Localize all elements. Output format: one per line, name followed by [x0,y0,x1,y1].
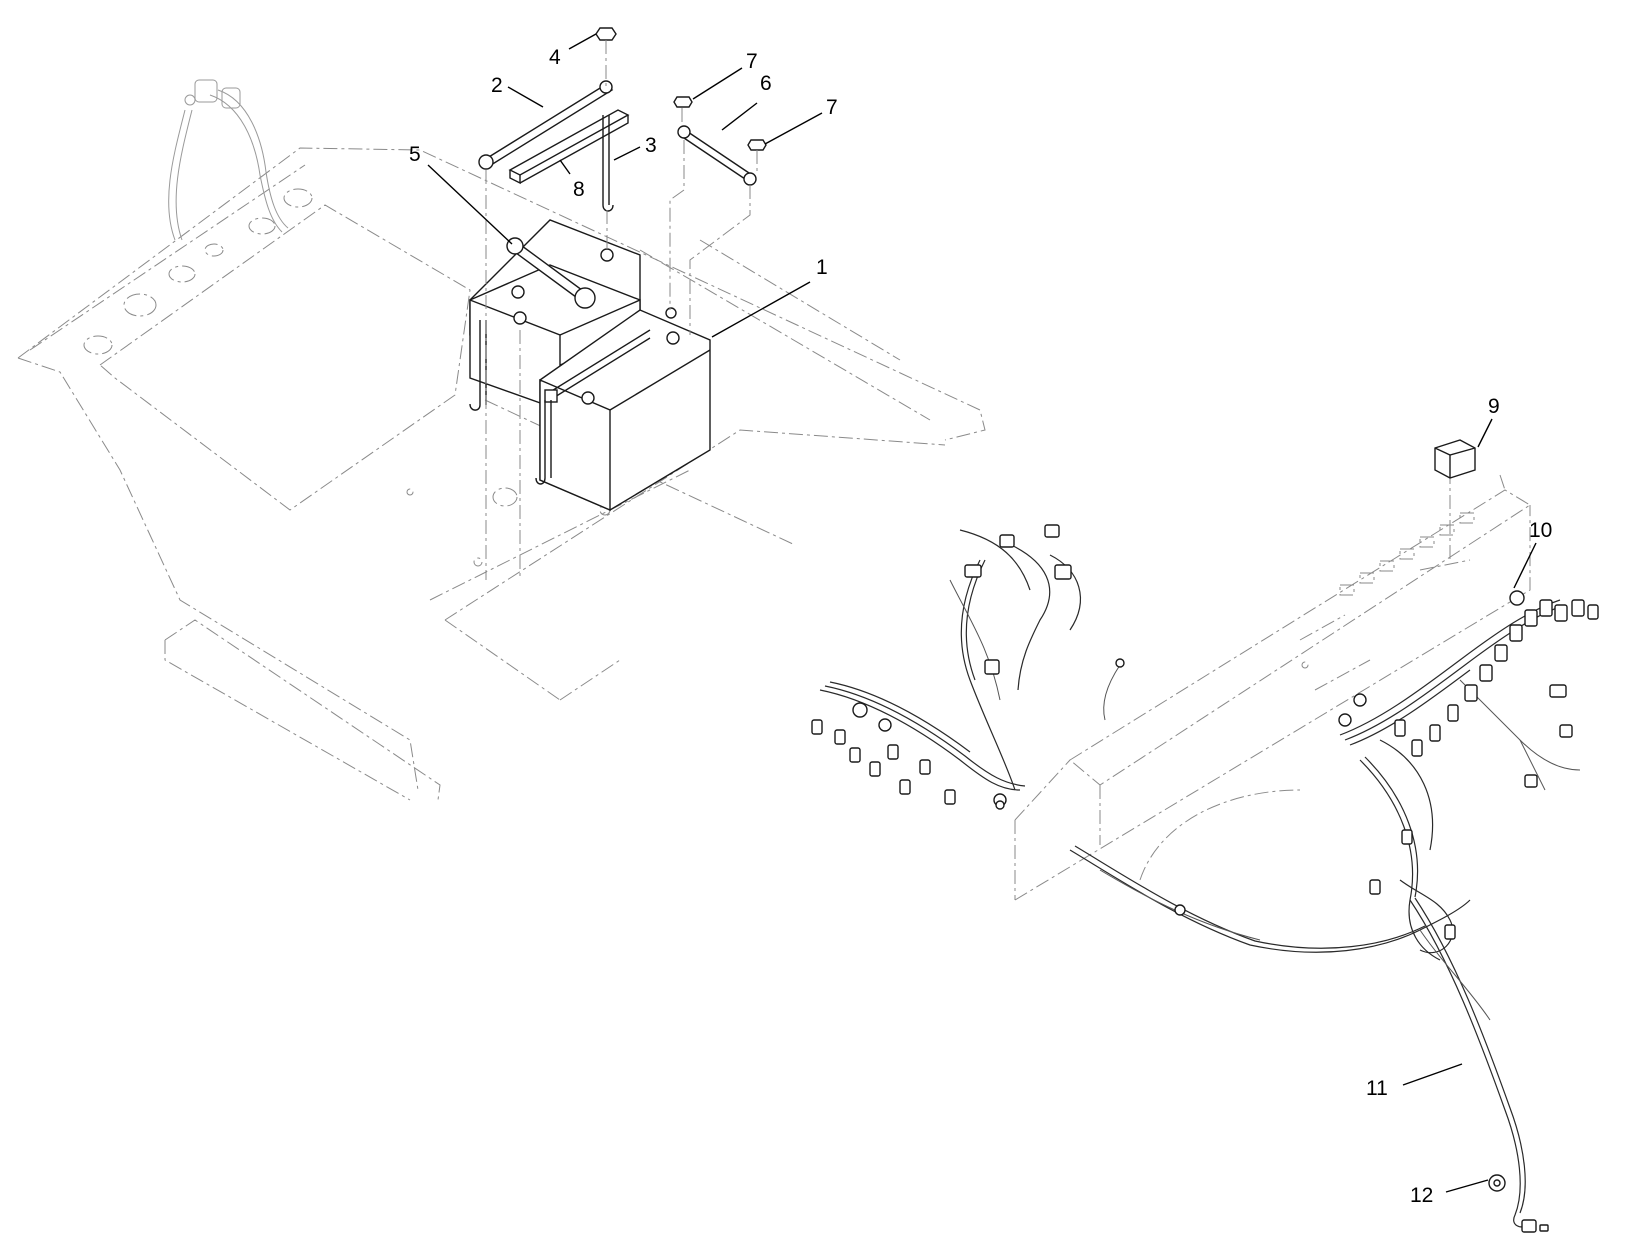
callout-11: 11 [1366,1077,1388,1100]
callout-6: 6 [760,72,772,95]
callout-8: 8 [573,178,585,201]
nuts-small [673,96,767,151]
battery-rear [469,219,641,411]
callout-2: 2 [491,74,503,97]
callout-9: 9 [1488,395,1500,418]
callout-7-left: 7 [746,50,758,73]
callout-4: 4 [549,46,561,69]
callout-12: 12 [1410,1184,1433,1207]
short-cable [677,125,757,186]
main-harness [819,529,1581,961]
battery-cable-top-left [168,79,289,241]
j-bolt [602,115,614,212]
battery [539,309,711,512]
callout-1: 1 [816,256,828,279]
callout-7-right: 7 [826,96,838,119]
channel-spacer [508,109,630,185]
relay [1434,439,1476,479]
callout-5: 5 [409,143,421,166]
end-connector [1488,1174,1549,1233]
harness-lead [1409,897,1531,1228]
battery-cable-jumper [506,237,596,309]
j-hooks [469,320,552,485]
chassis-frame [17,147,986,801]
nut-top [595,27,617,41]
callout-labels: 1 2 3 4 5 6 7 7 8 9 10 11 12 [409,46,1552,1207]
callout-3: 3 [645,134,657,157]
battery-terminals [511,248,680,405]
electrical-panel [1014,474,1531,901]
leader-lines [427,33,1537,1193]
assembly-centerlines [485,40,1451,580]
callout-10: 10 [1529,519,1552,542]
hold-down-bar [478,80,614,170]
harness-connectors [811,524,1599,940]
